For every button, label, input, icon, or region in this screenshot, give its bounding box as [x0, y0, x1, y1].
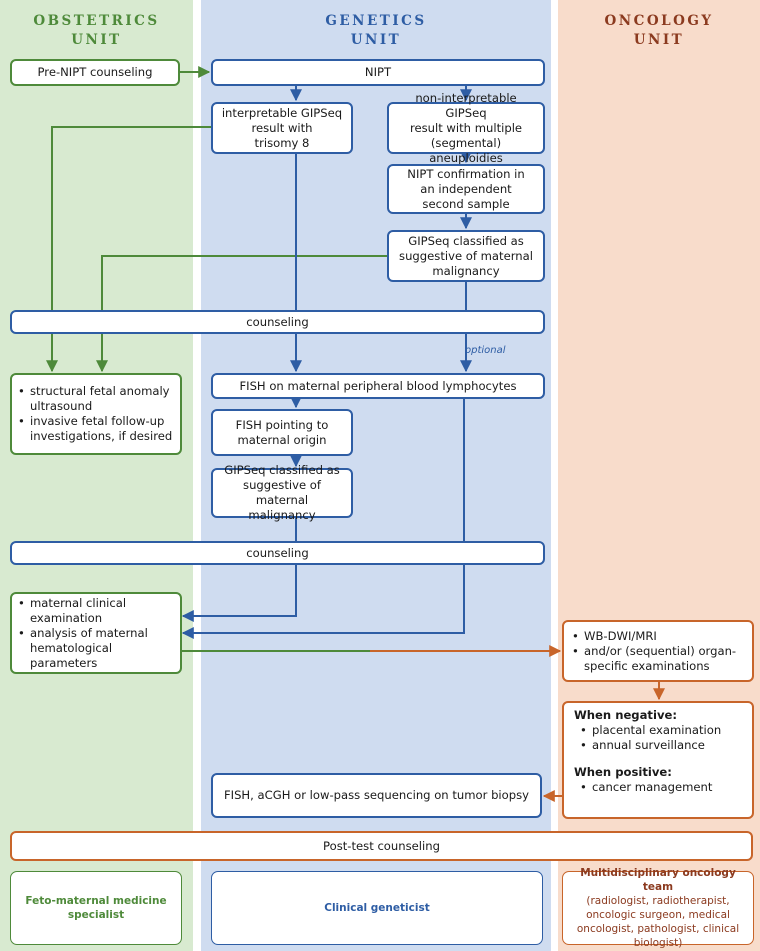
obstetrics-unit-title: OBSTETRICS UNIT	[0, 12, 193, 50]
genetics-title-line1: GENETICS	[325, 13, 427, 29]
biopsy-label: FISH, aCGH or low-pass sequencing on tum…	[223, 788, 530, 802]
imaging-box: WB-DWI/MRI and/or (sequential) organ-spe…	[562, 620, 754, 682]
classified1-line2: suggestive of maternal	[399, 248, 533, 263]
pre-nipt-label: Pre-NIPT counseling	[37, 65, 153, 79]
fish-blood-box: FISH on maternal peripheral blood lympho…	[211, 373, 545, 399]
maternal-list: maternal clinical examination analysis o…	[18, 596, 174, 671]
classified2-line2: suggestive of maternal	[243, 478, 321, 507]
counseling2-label: counseling	[246, 545, 309, 560]
negative-item-1: placental examination	[580, 723, 721, 738]
noninterp-line3: (segmental) aneuploidies	[429, 135, 503, 165]
imaging-list: WB-DWI/MRI and/or (sequential) organ-spe…	[572, 629, 744, 674]
when-negative-heading: When negative:	[574, 708, 678, 722]
noninterp-line1: non-interpretable GIPSeq	[415, 90, 517, 120]
pre-nipt-counseling-box: Pre-NIPT counseling	[10, 59, 180, 86]
fish-blood-label: FISH on maternal peripheral blood lympho…	[239, 378, 517, 393]
outcome-box: When negative: placental examination ann…	[562, 701, 754, 819]
genetics-role: Clinical geneticist	[324, 902, 430, 914]
non-interpretable-result-box: non-interpretable GIPSeq result with mul…	[387, 91, 545, 165]
oncology-team-detail: (radiologist, radiotherapist, oncologic …	[576, 895, 740, 949]
confirmation-line1: NIPT confirmation in	[407, 166, 525, 181]
gipseq-classified-box-1: GIPSeq classified as suggestive of mater…	[387, 230, 545, 282]
interpretable-line1: interpretable GIPSeq	[221, 105, 343, 120]
optional-label: optional	[465, 345, 506, 356]
obstetrics-title-line2: UNIT	[71, 32, 122, 48]
arrow-fishblood-maternal	[181, 399, 465, 639]
classified2-line1: GIPSeq classified as	[224, 463, 340, 477]
oncology-role: Multidisciplinary oncology team	[580, 867, 736, 893]
when-positive-heading: When positive:	[574, 765, 672, 779]
oncology-title-line1: ONCOLOGY	[604, 13, 714, 29]
post-test-counseling-box: Post-test counseling	[10, 831, 753, 861]
fetal-investigations-box: structural fetal anomaly ultrasound inva…	[10, 373, 182, 455]
nipt-box: NIPT	[211, 59, 545, 86]
gipseq-classified-box-2: GIPSeq classified as suggestive of mater…	[211, 463, 353, 522]
genetics-title-line2: UNIT	[350, 32, 402, 48]
classified1-line3: malignancy	[432, 263, 500, 278]
obstetrics-role: Feto-maternal medicine specialist	[25, 895, 167, 921]
positive-list: cancer management	[574, 780, 712, 795]
classified2-line3: malignancy	[248, 508, 316, 522]
imaging-item-2: and/or (sequential) organ-specific exami…	[572, 644, 744, 674]
obstetrics-column	[0, 0, 193, 951]
negative-item-2: annual surveillance	[580, 738, 721, 753]
nipt-confirmation-box: NIPT confirmation in an independent seco…	[387, 164, 545, 214]
negative-list: placental examination annual surveillanc…	[574, 723, 721, 753]
maternal-item-1: maternal clinical examination	[18, 596, 174, 626]
arrow-classified2-maternal	[181, 518, 297, 622]
obstetrics-footer: Feto-maternal medicine specialist	[10, 871, 182, 945]
fish-origin-line1: FISH pointing to	[235, 417, 329, 432]
tumor-biopsy-box: FISH, aCGH or low-pass sequencing on tum…	[211, 773, 542, 818]
noninterp-line2: result with multiple	[409, 120, 523, 135]
fetal-item-1: structural fetal anomaly ultrasound	[18, 384, 174, 414]
fetal-item-2: invasive fetal follow-up investigations,…	[18, 414, 174, 444]
post-test-label: Post-test counseling	[323, 838, 440, 853]
positive-item-1: cancer management	[580, 780, 712, 795]
counseling-box-1: counseling	[10, 310, 545, 334]
arrow-interpretable-fetal	[46, 126, 211, 373]
counseling1-label: counseling	[246, 314, 309, 329]
interpretable-result-box: interpretable GIPSeq result with trisomy…	[211, 102, 353, 154]
oncology-unit-title: ONCOLOGY UNIT	[558, 12, 760, 50]
maternal-examination-box: maternal clinical examination analysis o…	[10, 592, 182, 674]
obstetrics-title-line1: OBSTETRICS	[33, 13, 160, 29]
confirmation-line3: second sample	[422, 196, 510, 211]
confirmation-line2: an independent	[420, 181, 512, 196]
maternal-item-2: analysis of maternal hematological param…	[18, 626, 174, 671]
genetics-footer: Clinical geneticist	[211, 871, 543, 945]
oncology-title-line2: UNIT	[633, 32, 685, 48]
nipt-label: NIPT	[364, 65, 392, 79]
fetal-list: structural fetal anomaly ultrasound inva…	[18, 384, 174, 444]
interpretable-line2: result with	[251, 120, 313, 135]
imaging-item-1: WB-DWI/MRI	[572, 629, 744, 644]
genetics-unit-title: GENETICS UNIT	[201, 12, 551, 50]
oncology-footer: Multidisciplinary oncology team (radiolo…	[562, 867, 754, 949]
fish-origin-box: FISH pointing to maternal origin	[211, 409, 353, 456]
fish-origin-line2: maternal origin	[237, 432, 327, 447]
counseling-box-2: counseling	[10, 541, 545, 565]
interpretable-line3: trisomy 8	[254, 135, 310, 150]
classified1-line1: GIPSeq classified as	[408, 233, 524, 248]
